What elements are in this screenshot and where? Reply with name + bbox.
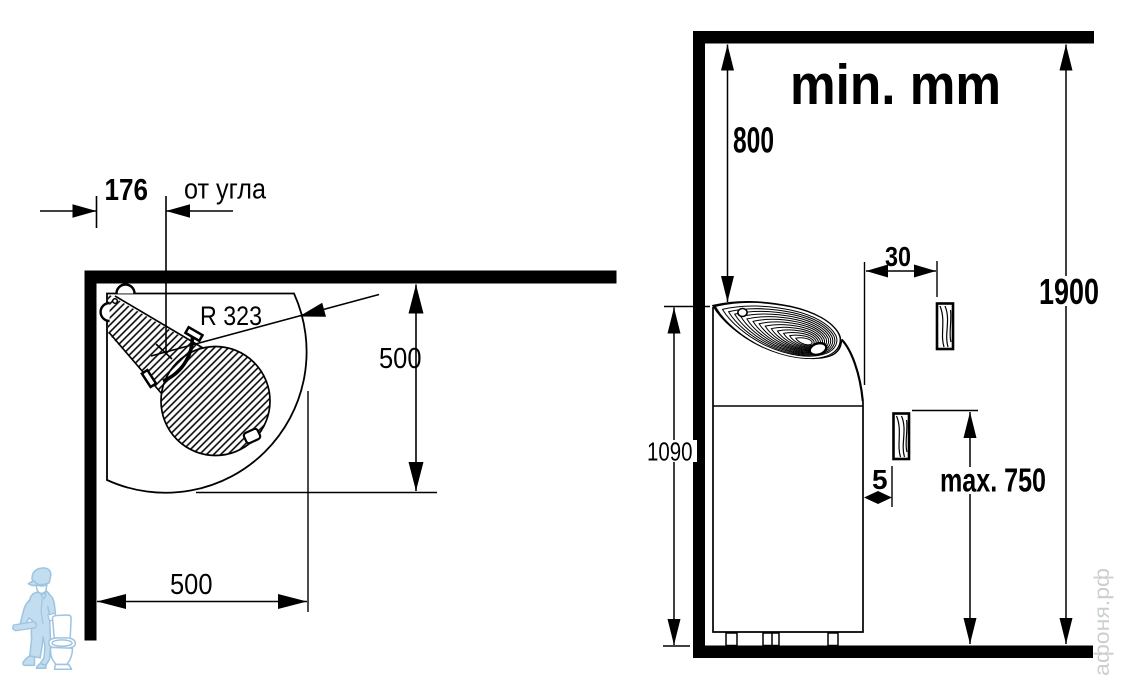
svg-text:5: 5 (872, 464, 888, 495)
svg-text:R 323: R 323 (200, 301, 262, 331)
svg-text:500: 500 (379, 343, 422, 375)
svg-text:800: 800 (733, 120, 774, 161)
svg-text:500: 500 (170, 569, 213, 601)
svg-text:1900: 1900 (1039, 271, 1099, 312)
svg-text:30: 30 (885, 241, 911, 272)
svg-text:1090: 1090 (647, 437, 693, 467)
svg-text:min. mm: min. mm (790, 53, 1001, 117)
svg-text:афоня.рф: афоня.рф (1091, 568, 1114, 676)
svg-text:max. 750: max. 750 (940, 462, 1046, 499)
svg-text:176: 176 (105, 172, 149, 207)
svg-text:от угла: от угла (184, 174, 267, 206)
